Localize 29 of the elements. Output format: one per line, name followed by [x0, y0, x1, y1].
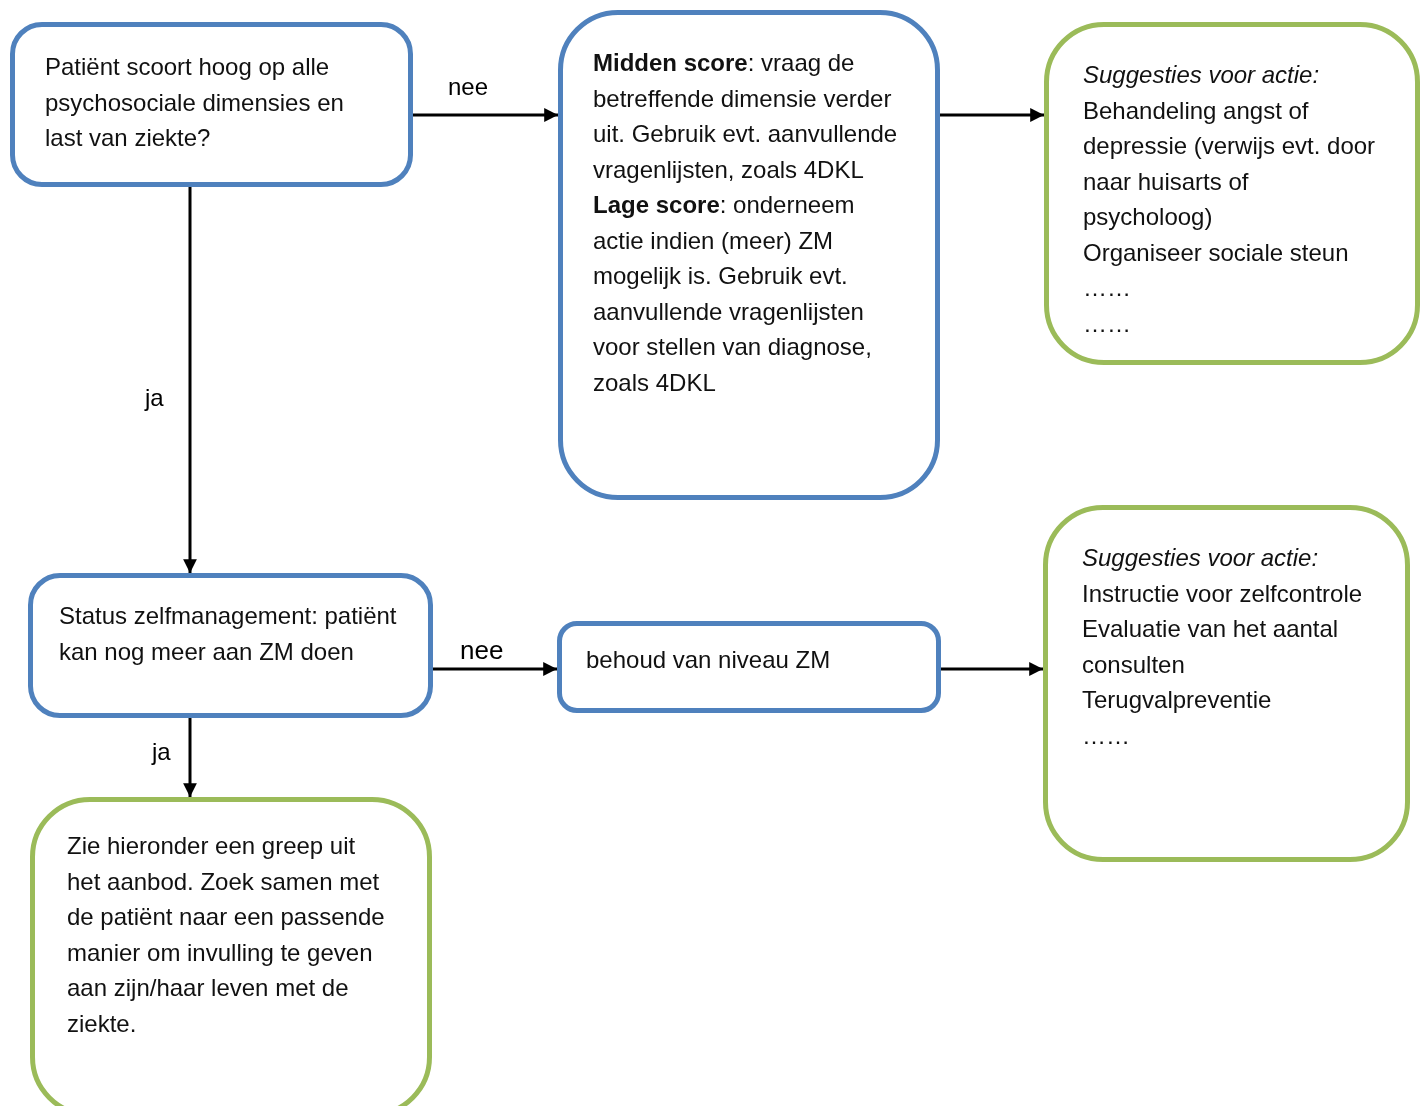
arrow	[941, 662, 1043, 676]
node-text: Zie hieronder een greep uit het aanbod. Zoek samen met de patiënt naar een passende manier om invulling te geven aan zijn/haar leven met de ziekte.	[67, 831, 386, 1039]
node-text: ……	[1083, 308, 1132, 339]
arrow	[940, 108, 1044, 122]
node-text: ……	[1083, 273, 1132, 303]
node-text: Suggesties voor actie:	[1082, 543, 1320, 573]
arrow	[183, 187, 197, 573]
node-text: Status zelfmanagement: patiënt kan nog meer aan ZM doen	[59, 601, 398, 667]
suggestion-box	[30, 797, 432, 1106]
node-text: ……	[1082, 720, 1131, 751]
arrow	[183, 718, 197, 797]
node-text: Terugvalpreventie	[1082, 685, 1273, 715]
node-text: Midden score: vraag de betreffende dimensie verder uit. Gebruik evt. aanvullende vragenlijsten, zoals 4DKL	[593, 48, 899, 185]
process-box	[28, 573, 433, 718]
node-text: Organiseer sociale steun	[1083, 237, 1350, 268]
suggestion-box	[1044, 22, 1420, 365]
node-text: Lage score: onderneem actie indien (meer) ZM mogelijk is. Gebruik evt. aanvullende vragenlijsten voor stellen van diagnose, zoals 4DKL	[593, 190, 873, 398]
process-box	[557, 621, 941, 713]
node-text: Suggesties voor actie:	[1083, 60, 1321, 90]
node-text: behoud van niveau ZM	[586, 645, 832, 675]
arrow	[433, 662, 557, 676]
node-text: Instructie voor zelfcontrole	[1082, 578, 1364, 609]
process-box	[558, 10, 940, 500]
node-text: Patiënt scoort hoog op alle psychosociale dimensies en last van ziekte?	[45, 52, 345, 153]
suggestion-box	[1043, 505, 1410, 862]
node-text: Evaluatie van het aantal consulten	[1082, 614, 1340, 680]
arrow	[413, 108, 558, 122]
node-text: Behandeling angst of depressie (verwijs evt. door naar huisarts of psycholoog)	[1083, 95, 1377, 232]
process-box	[10, 22, 413, 187]
